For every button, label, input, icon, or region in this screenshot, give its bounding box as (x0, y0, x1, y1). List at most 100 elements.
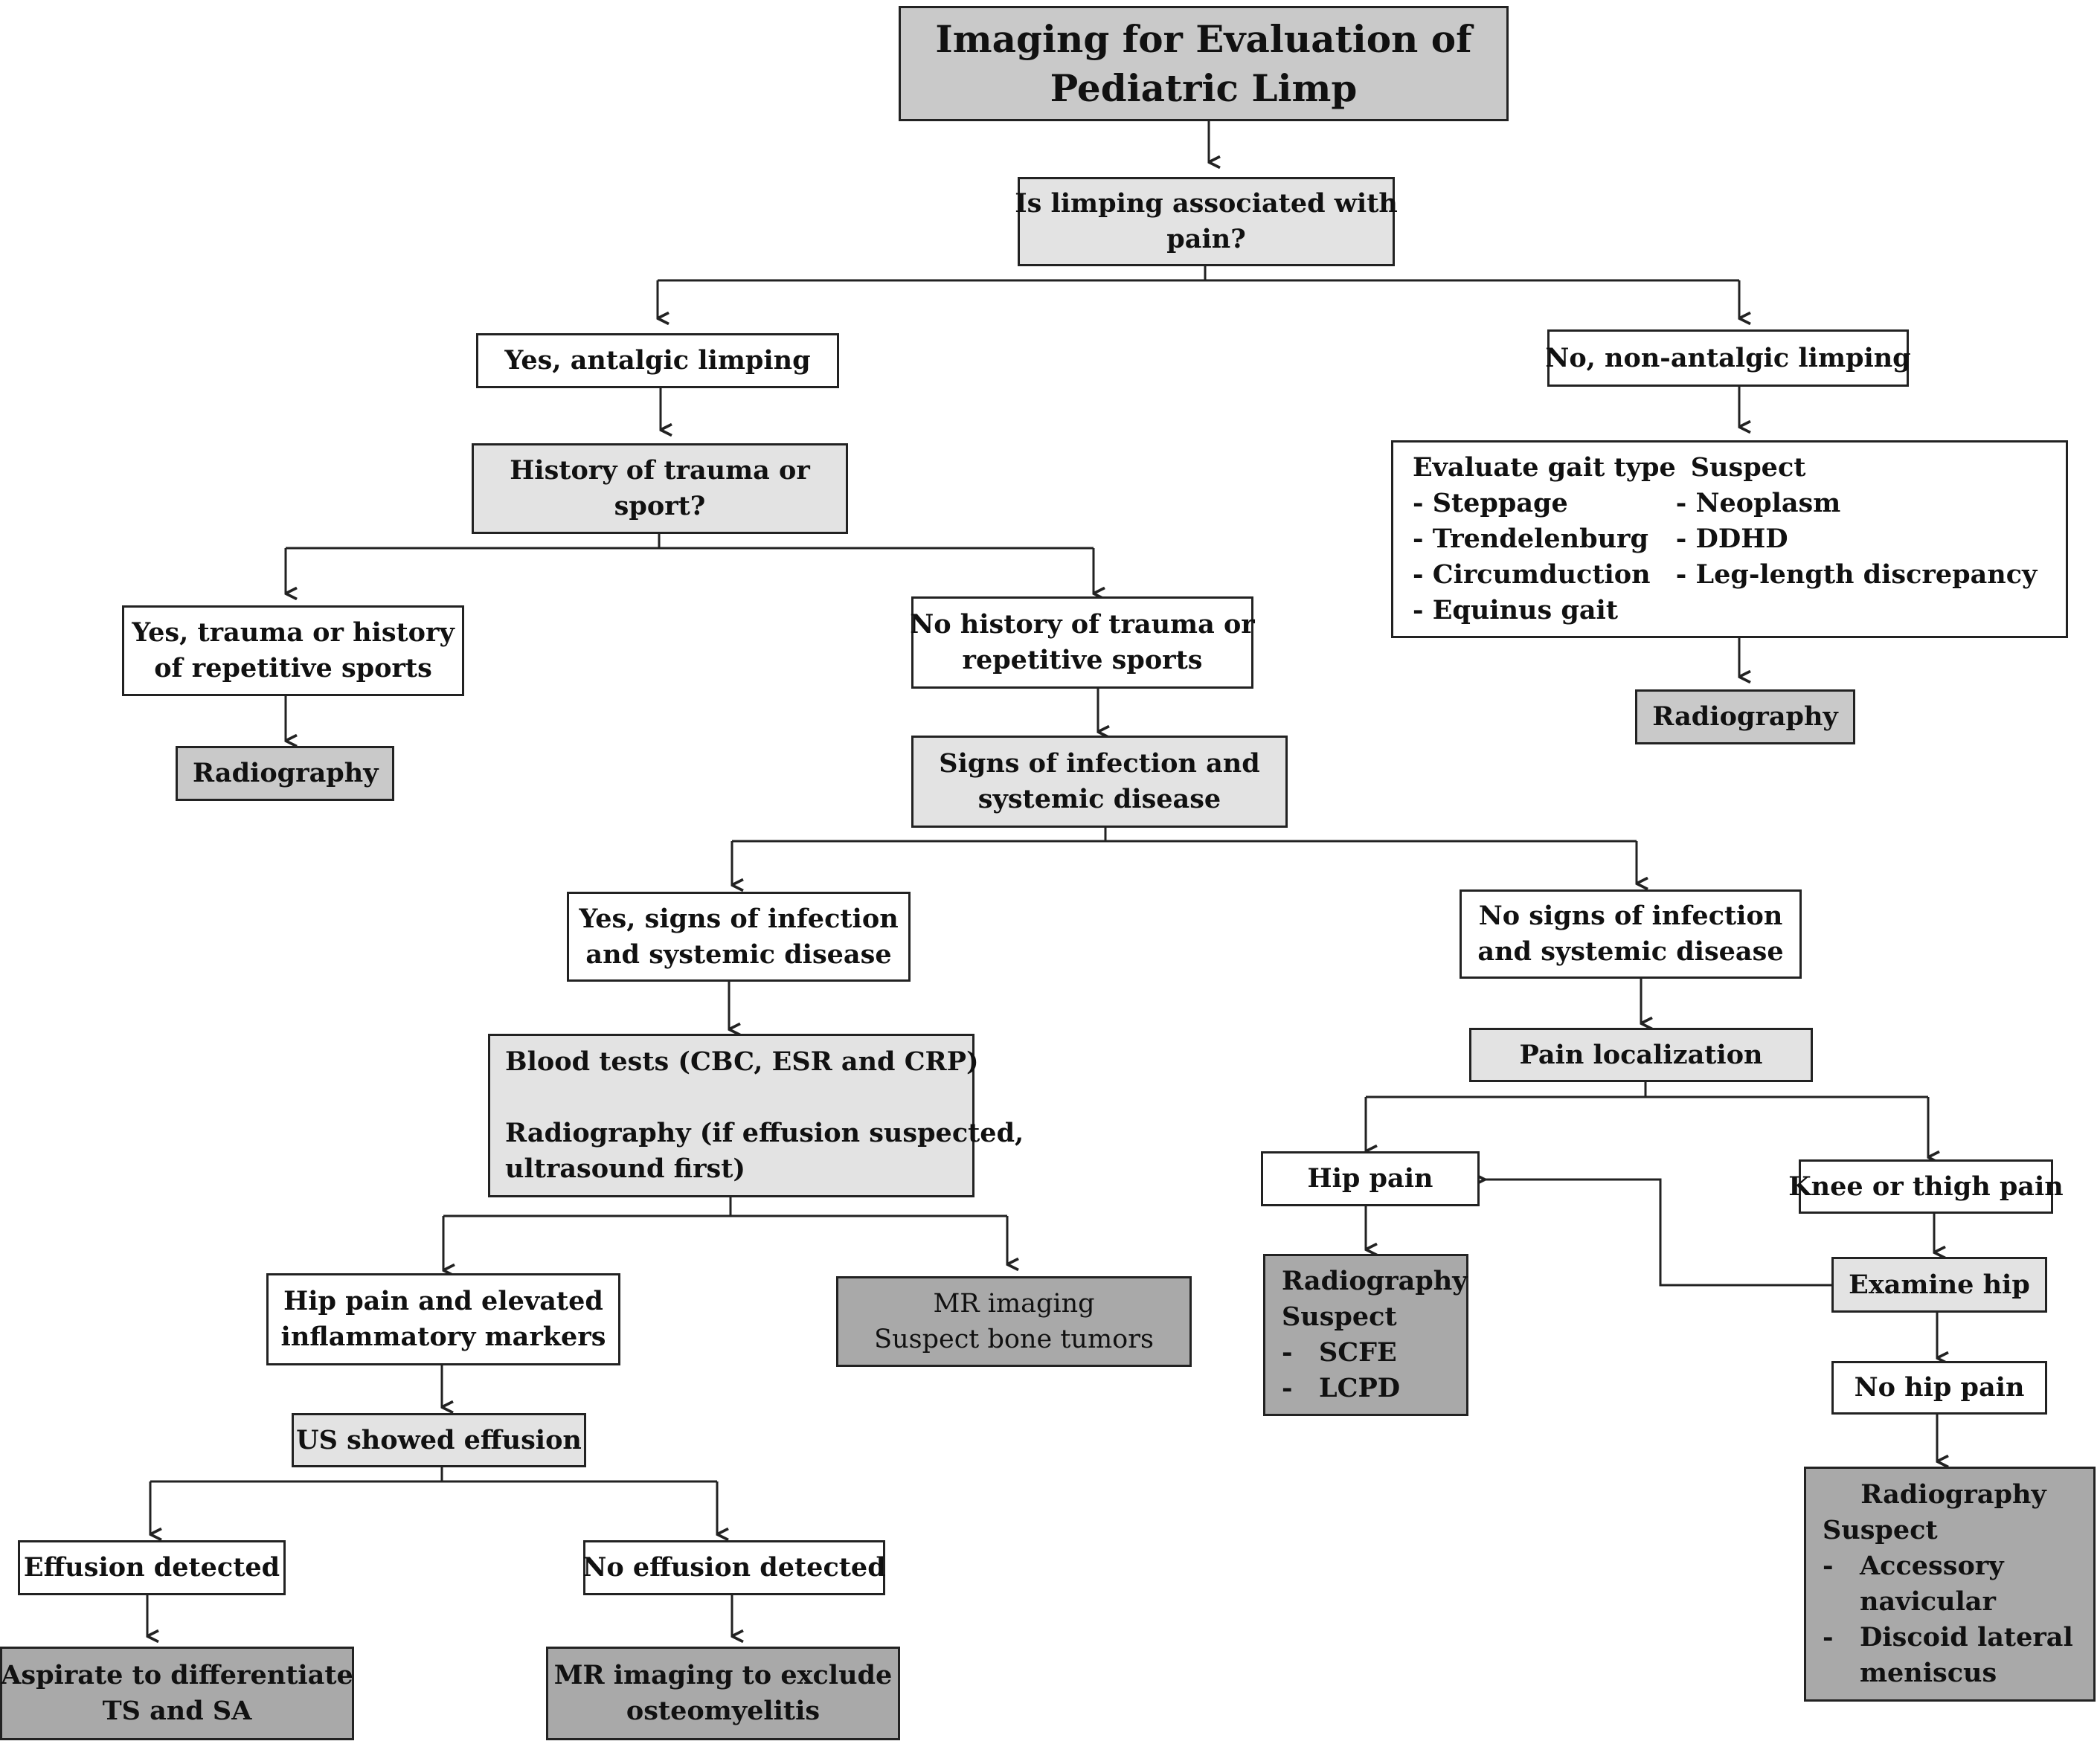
node-text: MR imaging (933, 1289, 1095, 1319)
suspect-item: -LCPD (1282, 1371, 1400, 1406)
suspect-text: LCPD (1319, 1373, 1401, 1403)
node-text: systemic disease (977, 784, 1221, 814)
hip-suspect-list: -SCFE -LCPD (1282, 1335, 1400, 1406)
node-text: Suspect (1282, 1301, 1397, 1332)
node-text: and systemic disease (585, 939, 892, 970)
node-text: Is limping associated with (1015, 188, 1398, 219)
suspect-item: - Neoplasm (1675, 488, 1841, 518)
node-yes-trauma: Yes, trauma or history of repetitive spo… (122, 605, 464, 696)
node-text: Signs of infection and (939, 748, 1260, 779)
gait-item: - Trendelenburg (1413, 524, 1648, 554)
gait-type-list: - Steppage - Trendelenburg - Circumducti… (1413, 486, 1676, 628)
node-no-hip-pain: No hip pain (1831, 1361, 2047, 1415)
node-text: osteomyelitis (626, 1696, 821, 1726)
gait-item: - Steppage (1413, 488, 1568, 518)
suspect-item: -SCFE (1282, 1335, 1400, 1371)
suspect-item: -Discoid lateral meniscus (1823, 1620, 2084, 1691)
suspect-item: -Accessory navicular (1823, 1548, 2084, 1620)
node-no-effusion: No effusion detected (582, 1540, 886, 1595)
node-no-infection: No signs of infection and systemic disea… (1460, 889, 1802, 979)
gait-item: - Equinus gait (1413, 595, 1619, 625)
node-text: Hip pain and elevated (283, 1286, 603, 1316)
gait-heading: Evaluate gait type (1413, 452, 1676, 483)
node-text: Pain localization (1519, 1039, 1763, 1070)
node-hip-inflammatory: Hip pain and elevated inflammatory marke… (266, 1273, 620, 1365)
suspect-text: Discoid lateral (1860, 1622, 2073, 1653)
node-mr-bone-tumors: MR imaging Suspect bone tumors (836, 1276, 1192, 1367)
title-line-2: Pediatric Limp (1050, 65, 1358, 110)
suspect-item: - DDHD (1675, 524, 1788, 554)
node-text: Suspect bone tumors (874, 1325, 1154, 1354)
node-question-trauma: History of trauma or sport? (472, 443, 848, 534)
node-text: No signs of infection (1478, 901, 1783, 931)
radiography-text: ultrasound first) (505, 1153, 745, 1184)
node-us-effusion: US showed effusion (292, 1413, 586, 1467)
node-text: of repetitive sports (154, 653, 432, 683)
node-text: Radiography (193, 758, 379, 788)
node-text: TS and SA (102, 1696, 252, 1726)
gait-columns: Evaluate gait type - Steppage - Trendele… (1408, 450, 2051, 628)
node-radiography-trauma: Radiography (176, 746, 394, 801)
suspect-heading: Suspect (1690, 452, 1806, 483)
node-text: and systemic disease (1477, 936, 1784, 967)
node-text: Hip pain (1307, 1163, 1433, 1194)
blood-tests-text: Blood tests (CBC, ESR and CRP) (505, 1046, 979, 1077)
suspect-text: Accessory (1860, 1551, 2004, 1581)
node-no-trauma: No history of trauma or repetitive sport… (910, 596, 1255, 689)
node-radiography-hip: Radiography Suspect -SCFE -LCPD (1263, 1254, 1468, 1416)
node-aspirate: Aspirate to differentiate TS and SA (0, 1647, 354, 1740)
node-examine-hip: Examine hip (1831, 1257, 2047, 1313)
node-yes-antalgic: Yes, antalgic limping (476, 333, 839, 388)
node-text: No history of trauma or (910, 609, 1255, 640)
node-pain-localization: Pain localization (1469, 1028, 1813, 1082)
node-mr-osteomyelitis: MR imaging to exclude osteomyelitis (546, 1647, 900, 1740)
diagram-title: Imaging for Evaluation of Pediatric Limp (899, 6, 1509, 121)
node-text: Yes, signs of infection (579, 903, 899, 934)
node-text: pain? (1166, 224, 1246, 254)
suspect-list: - Neoplasm - DDHD - Leg-length discrepan… (1676, 486, 2038, 593)
suspect-text: SCFE (1319, 1337, 1397, 1368)
node-text: Knee or thigh pain (1788, 1171, 2064, 1202)
node-text: inflammatory markers (280, 1322, 606, 1352)
gait-right-column: Suspect - Neoplasm - DDHD - Leg-length d… (1676, 450, 2052, 628)
node-hip-pain: Hip pain (1261, 1151, 1480, 1206)
node-gait-evaluation: Evaluate gait type - Steppage - Trendele… (1391, 440, 2068, 638)
node-text: repetitive sports (962, 645, 1203, 675)
bullet: - (1282, 1373, 1293, 1403)
gait-left-column: Evaluate gait type - Steppage - Trendele… (1408, 450, 1676, 628)
node-question-infection: Signs of infection and systemic disease (911, 736, 1288, 828)
node-effusion-detected: Effusion detected (18, 1540, 286, 1595)
suspect-item: - Leg-length discrepancy (1675, 559, 2038, 590)
radiography-text: Radiography (if effusion suspected, (505, 1118, 1024, 1148)
node-blood-tests: Blood tests (CBC, ESR and CRP) Radiograp… (488, 1034, 1024, 1197)
node-text: No, non-antalgic limping (1545, 342, 1911, 373)
suspect-text: meniscus (1860, 1658, 1997, 1688)
node-text: sport? (614, 491, 706, 521)
node-radiography-nonantalgic: Radiography (1635, 689, 1855, 744)
node-text: Effusion detected (23, 1552, 280, 1583)
gait-item: - Circumduction (1413, 559, 1651, 590)
bullet: - (1823, 1622, 1834, 1653)
node-text: Examine hip (1849, 1269, 2030, 1300)
arrow-examine-to-hip-pain (1485, 1180, 1831, 1287)
node-text: Radiography (1282, 1266, 1468, 1296)
node-text: Yes, antalgic limping (504, 345, 811, 376)
node-text: History of trauma or (510, 455, 810, 486)
node-text: Suspect (1823, 1515, 1938, 1545)
bullet: - (1823, 1551, 1834, 1581)
node-text: Radiography (1652, 701, 1838, 732)
title-line-1: Imaging for Evaluation of (935, 16, 1472, 61)
node-text: Yes, trauma or history (132, 617, 455, 648)
node-text: No effusion detected (582, 1552, 886, 1583)
node-question-pain: Is limping associated with pain? (1015, 177, 1398, 266)
suspect-text-block: Accessory navicular (1860, 1548, 2004, 1620)
node-no-antalgic: No, non-antalgic limping (1545, 329, 1911, 387)
node-text: MR imaging to exclude (553, 1660, 893, 1690)
node-yes-infection: Yes, signs of infection and systemic dis… (567, 892, 911, 982)
node-text: Aspirate to differentiate (1, 1660, 353, 1690)
suspect-text-block: Discoid lateral meniscus (1860, 1620, 2073, 1691)
suspect-text: navicular (1860, 1586, 1996, 1617)
